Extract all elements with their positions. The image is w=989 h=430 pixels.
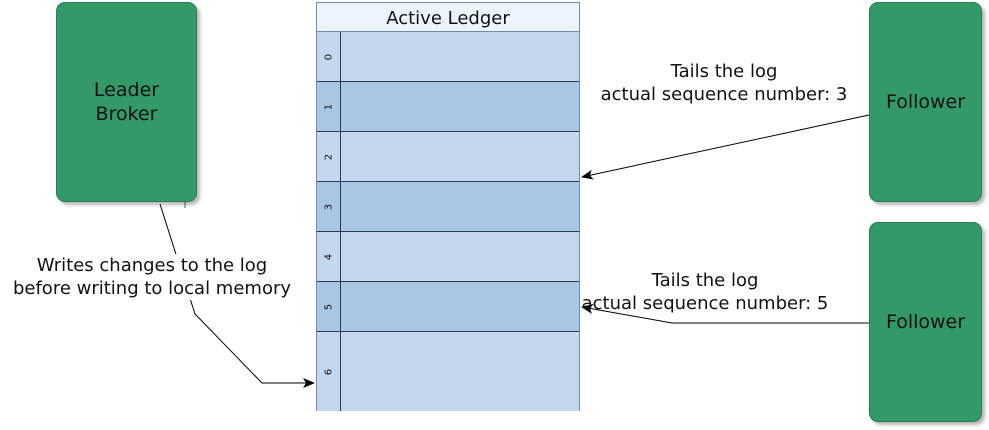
ledger-row: 6 [317,332,579,411]
ledger-row: 4 [317,232,579,282]
ledger-row-index-cell: 6 [317,332,341,411]
follower-2-label: Follower [885,311,966,333]
follower-1-label: Follower [885,91,966,113]
ledger-row-index: 3 [323,203,334,210]
ledger-row-index: 0 [323,53,334,60]
ledger-row-index-cell: 5 [317,282,341,331]
active-ledger: Active Ledger 0 1 2 3 4 5 6 [316,2,580,411]
follower-node-1: Follower [869,2,982,202]
ledger-row: 0 [317,32,579,82]
follower2-to-ledger-arrow [581,304,869,324]
ledger-title: Active Ledger [317,3,579,32]
follower-1-edge-label: Tails the log actual sequence number: 3 [600,61,848,105]
ledger-row-index: 6 [323,368,334,375]
ledger-row-index-cell: 0 [317,32,341,81]
ledger-row-index-cell: 3 [317,182,341,231]
leader-broker-node: Leader Broker [56,2,197,202]
ledger-row: 1 [317,82,579,132]
leader-edge-label: Writes changes to the log before writing… [0,254,304,300]
ledger-row-index: 2 [323,153,334,160]
ledger-row-index-cell: 4 [317,232,341,281]
follower1-to-ledger-arrow [581,114,870,180]
ledger-row-index: 4 [323,253,334,260]
ledger-row-index-cell: 2 [317,132,341,181]
leader-broker-label: Leader Broker [93,79,160,125]
ledger-row-index-cell: 1 [317,82,341,131]
follower-node-2: Follower [869,222,982,422]
ledger-row: 3 [317,182,579,232]
ledger-row-index: 5 [323,303,334,310]
ledger-row: 2 [317,132,579,182]
ledger-row: 5 [317,282,579,332]
ledger-row-index: 1 [323,103,334,110]
follower-2-edge-label: Tails the log actual sequence number: 5 [581,270,829,314]
